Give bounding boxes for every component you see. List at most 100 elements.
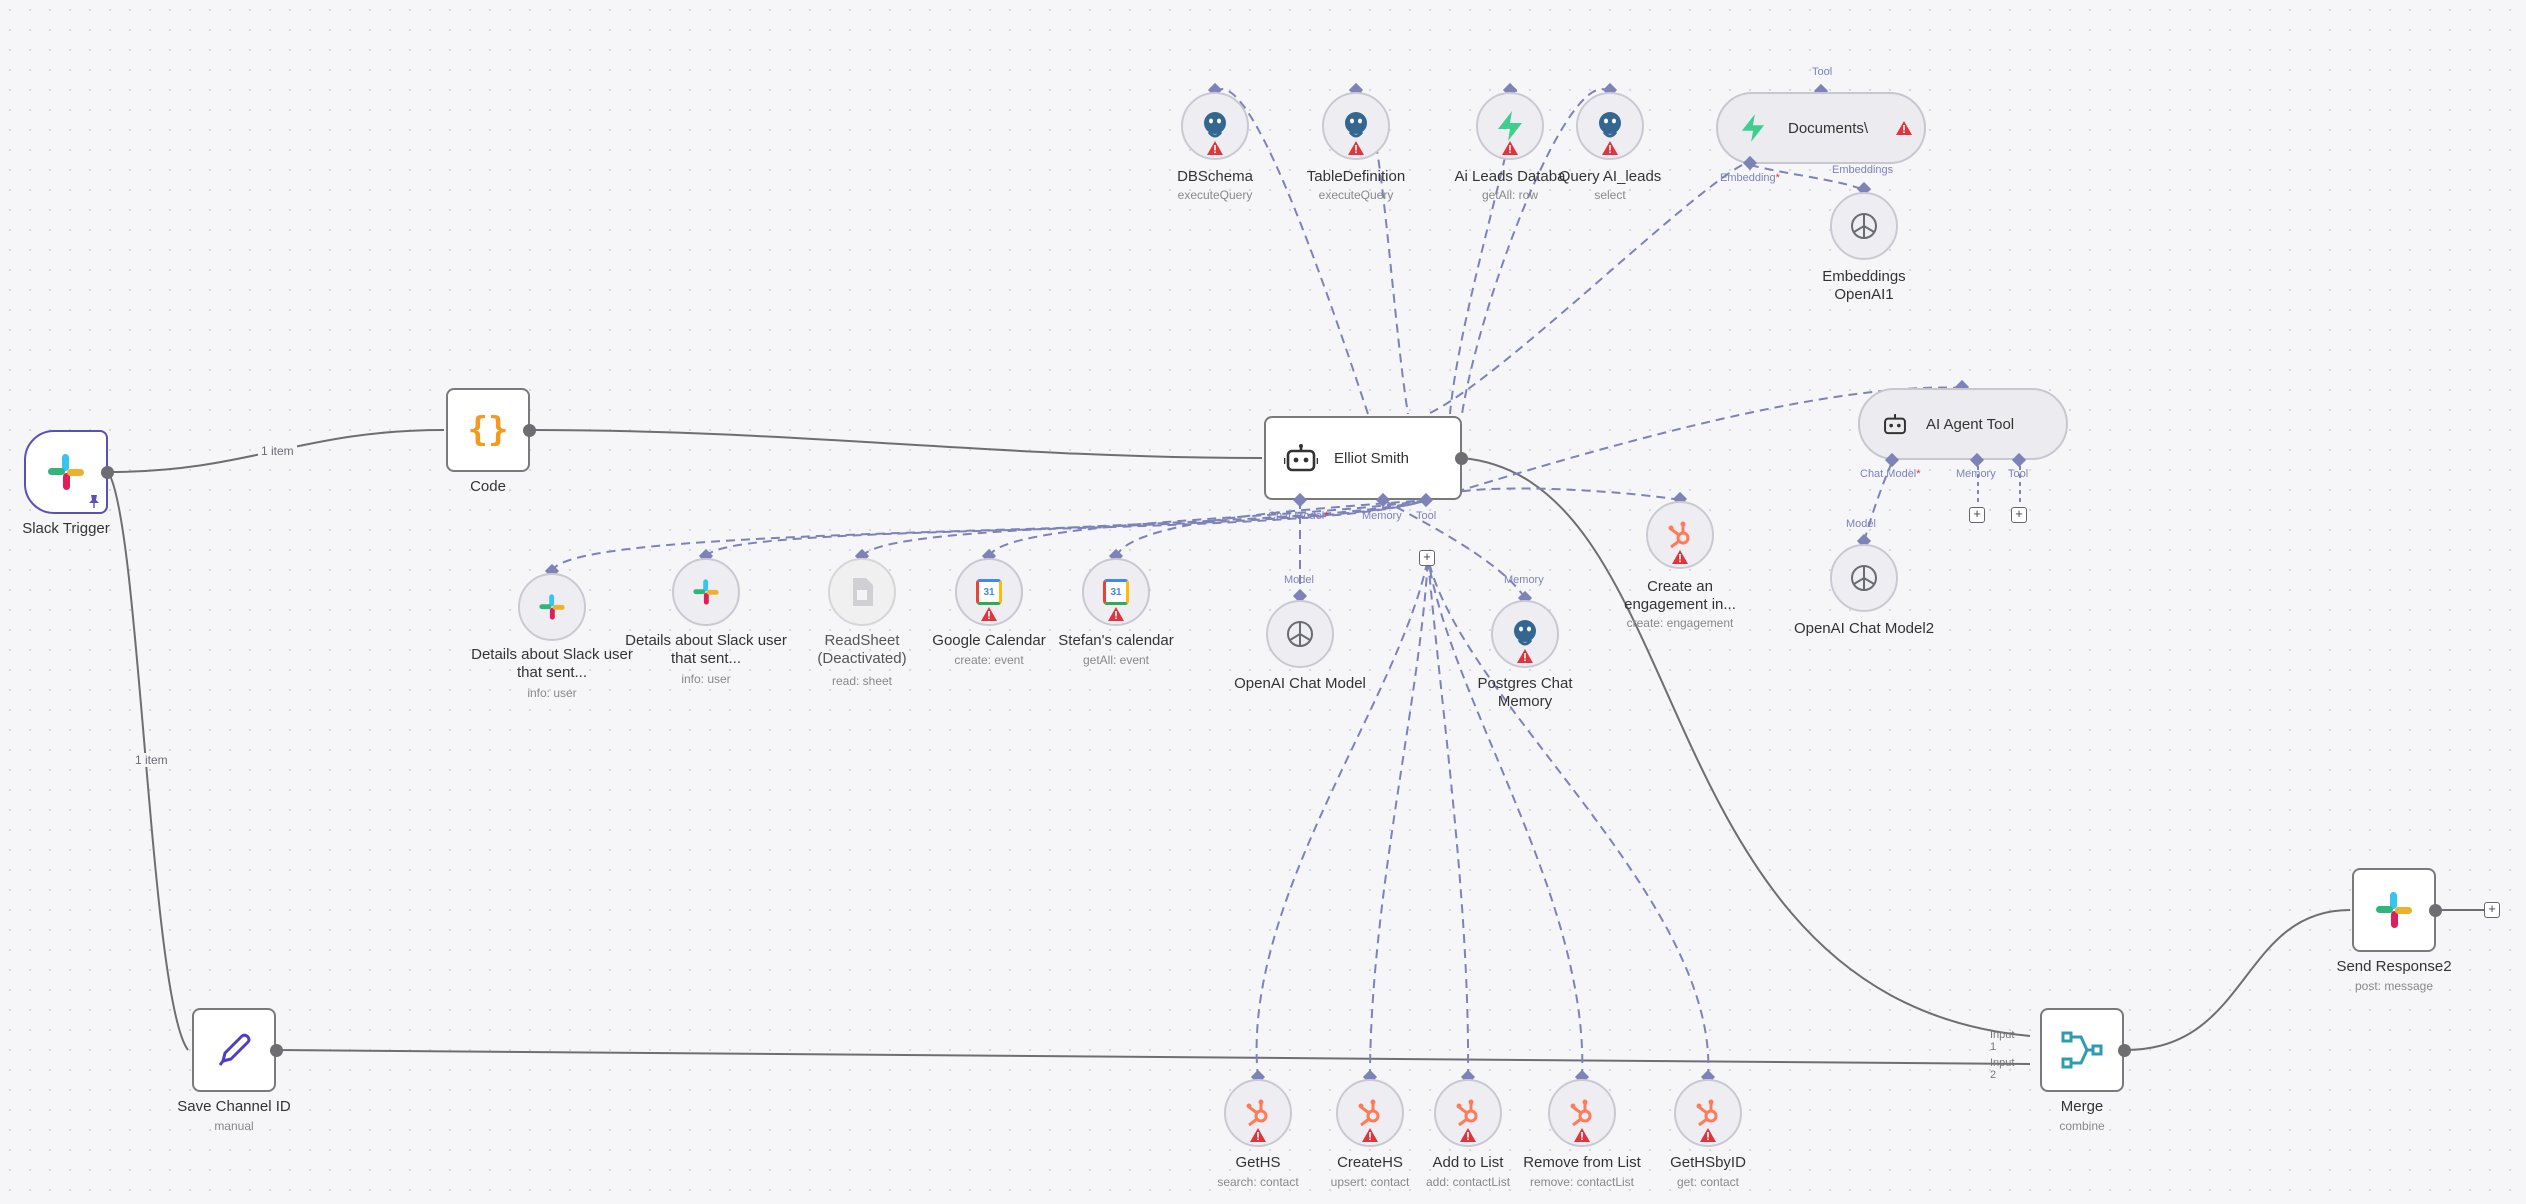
- tool-port-label: Tool: [2008, 468, 2029, 480]
- warning-icon: [1460, 1128, 1476, 1142]
- input1-label: Input 1: [1990, 1029, 2015, 1053]
- save-channel-box[interactable]: [192, 1008, 276, 1092]
- node-subtitle: remove: contactList: [1529, 1175, 1635, 1189]
- node-subtitle: info: user: [527, 686, 577, 700]
- tool-port-label: Tool: [1416, 510, 1437, 522]
- node-subtitle: executeQuery: [1177, 188, 1253, 202]
- edge-memory: [1382, 499, 1526, 599]
- node-subtitle: info: user: [681, 672, 731, 686]
- postgres-icon: [1345, 112, 1367, 138]
- model-circle[interactable]: [1266, 600, 1334, 668]
- slack-icon: [48, 454, 84, 490]
- edge-addlist: [1427, 557, 1470, 1079]
- node-title: AI Agent Tool: [1926, 415, 2015, 433]
- output-handle[interactable]: [101, 466, 114, 479]
- warning-icon: [1672, 550, 1688, 564]
- edge-queryleads: [1461, 88, 1611, 415]
- node-title: Create an engagement in...: [1624, 578, 1736, 613]
- merge-box[interactable]: [2040, 1008, 2124, 1092]
- edge-gethsid: [1427, 557, 1710, 1079]
- node-subtitle: select: [1594, 188, 1626, 202]
- node-title: OpenAI Chat Model: [1234, 675, 1366, 692]
- tool-circle[interactable]: [518, 573, 586, 641]
- tool-circle[interactable]: [828, 558, 896, 626]
- edge-label-trigger-save: 1 item: [132, 753, 171, 767]
- warning-icon: [1896, 121, 1912, 135]
- warning-icon: [981, 607, 997, 621]
- hubspot-icon: [1668, 521, 1690, 549]
- merge-icon: [2061, 1031, 2103, 1069]
- node-title: Slack Trigger: [22, 520, 110, 537]
- edge-code-agent: [529, 429, 1263, 459]
- calendar-icon: 31: [1103, 579, 1129, 605]
- tool-circle[interactable]: 31: [1082, 558, 1150, 626]
- braces-icon: {}: [467, 410, 509, 450]
- edge-save-merge: [277, 1049, 2031, 1065]
- memory-port-label: Memory: [1956, 468, 1996, 480]
- node-title: Merge: [2060, 1098, 2104, 1115]
- slack-icon: [693, 579, 719, 605]
- edge-gethss: [1255, 557, 1429, 1079]
- documents-box[interactable]: Documents\: [1716, 92, 1926, 164]
- warning-icon: [1602, 141, 1618, 155]
- edge-gcal: [988, 499, 1429, 558]
- slack-trigger-box[interactable]: [24, 430, 108, 514]
- output-handle[interactable]: [1455, 452, 1468, 465]
- memory-stub: [1977, 466, 1979, 506]
- embeddings-edge-label: Embeddings: [1832, 164, 1894, 176]
- node-title: GetHS: [1235, 1154, 1281, 1171]
- ai-agent-tool-box[interactable]: AI Agent Tool: [1858, 388, 2068, 460]
- add-tool-button[interactable]: +: [1419, 550, 1435, 566]
- add-tool-button[interactable]: +: [2011, 507, 2027, 523]
- hubspot-icon: [1570, 1099, 1592, 1127]
- tool-circle[interactable]: [1181, 92, 1249, 160]
- node-title: Ai Leads Databa: [1454, 168, 1566, 185]
- warning-icon: [1108, 607, 1124, 621]
- edge-dbschema: [1214, 88, 1369, 415]
- output-handle[interactable]: [2118, 1044, 2131, 1057]
- code-box[interactable]: {}: [446, 388, 530, 472]
- supabase-icon: [1741, 114, 1765, 142]
- warning-icon: [1362, 1128, 1378, 1142]
- edge-agent-merge: [1461, 457, 2031, 1037]
- edge-slack1: [551, 499, 1429, 573]
- node-subtitle: getAll: event: [1082, 653, 1150, 667]
- node-title: GetHSbyID: [1670, 1154, 1746, 1171]
- warning-icon: [1348, 141, 1364, 155]
- node-title: Code: [470, 478, 506, 495]
- model-circle[interactable]: [1830, 544, 1898, 612]
- output-handle[interactable]: [2429, 904, 2442, 917]
- node-subtitle: manual: [214, 1119, 254, 1133]
- node-title: Documents\: [1788, 119, 1869, 137]
- edge-aileads: [1449, 88, 1518, 415]
- chat-model-port-label: Chat Model*: [1268, 510, 1329, 522]
- model-port-label: Model: [1846, 518, 1876, 530]
- model-port-label: Model: [1284, 574, 1314, 586]
- robot-icon: [1284, 444, 1318, 472]
- output-handle[interactable]: [523, 424, 536, 437]
- postgres-icon: [1514, 620, 1536, 646]
- send-response-box[interactable]: [2352, 868, 2436, 952]
- output-handle[interactable]: [270, 1044, 283, 1057]
- tool-circle[interactable]: [672, 558, 740, 626]
- model-circle[interactable]: [1830, 192, 1898, 260]
- node-subtitle: create: event: [954, 653, 1024, 667]
- agent-box[interactable]: Elliot Smith: [1264, 416, 1462, 500]
- node-title: Remove from List: [1523, 1154, 1641, 1171]
- node-title: ReadSheet (Deactivated): [817, 632, 907, 667]
- edge-label-trigger-code: 1 item: [258, 444, 297, 458]
- add-memory-button[interactable]: +: [1969, 507, 1985, 523]
- openai-icon: [1851, 213, 1877, 239]
- hubspot-icon: [1456, 1099, 1478, 1127]
- openai-icon: [1851, 565, 1877, 591]
- node-subtitle: upsert: contact: [1330, 1175, 1410, 1189]
- node-title: Add to List: [1432, 1154, 1504, 1171]
- edge-aiagenttool: [1427, 386, 1963, 501]
- edge-sheet: [861, 499, 1429, 558]
- input2-label: Input 2: [1990, 1057, 2015, 1081]
- node-title: Google Calendar: [932, 632, 1046, 649]
- add-node-button[interactable]: +: [2484, 902, 2500, 918]
- edge-embeddings: [1749, 164, 1865, 191]
- node-title: Save Channel ID: [177, 1098, 291, 1115]
